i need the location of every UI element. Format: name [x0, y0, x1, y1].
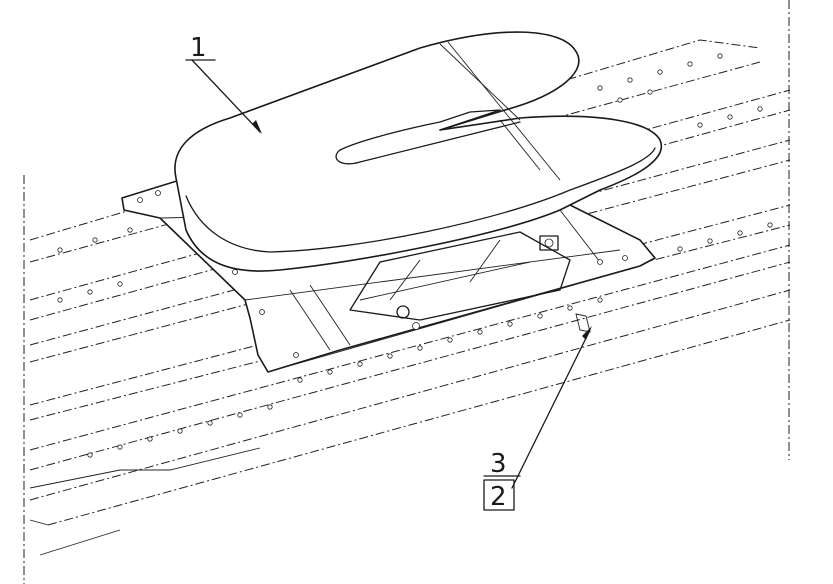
leader-line-2 — [511, 329, 591, 489]
pivot-bracket — [349, 231, 591, 333]
callout-label-2: 2 — [490, 482, 507, 512]
coupling-plate — [174, 31, 663, 272]
leader-arrow-1 — [252, 120, 262, 134]
leader-arrow-2 — [582, 326, 592, 340]
callout-box-2 — [483, 479, 515, 511]
leader-line-1 — [191, 59, 261, 133]
rail-holes — [57, 53, 773, 458]
callout-label-1: 1 — [190, 33, 207, 63]
callout-label-3: 3 — [490, 449, 507, 479]
